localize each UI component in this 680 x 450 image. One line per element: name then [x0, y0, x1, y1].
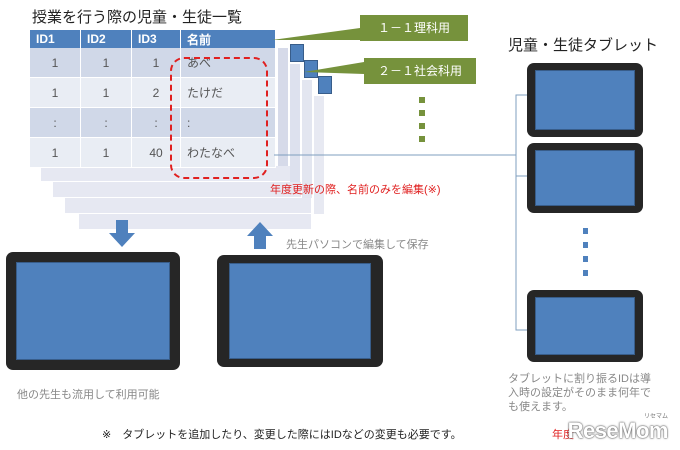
- edit-save-note: 先生パソコンで編集して保存: [286, 239, 429, 251]
- annual-update-note: 年度更新の際、名前のみを編集(※): [270, 184, 441, 196]
- arrow-up-icon: [247, 222, 273, 249]
- header-id3: ID3: [131, 30, 181, 48]
- arrow-down-icon: [109, 220, 135, 247]
- cell: 40: [131, 137, 181, 168]
- partial-red-note: 年度: [552, 429, 574, 441]
- label-class-science: １－１理科用: [360, 15, 468, 41]
- cell-name: :: [180, 107, 276, 138]
- label-class-social: ２－１社会科用: [364, 58, 476, 84]
- cell: 1: [30, 137, 81, 168]
- sheet-header-edge: [304, 60, 318, 78]
- name-column-highlight: [170, 57, 268, 179]
- cell-name: たけだ: [180, 77, 276, 108]
- table-row: 1 1 2 たけだ: [30, 77, 276, 108]
- resemom-logo: ReseMom: [567, 418, 669, 443]
- cell: 2: [131, 77, 181, 108]
- diagram-title: 授業を行う際の児童・生徒一覧: [32, 9, 243, 26]
- cell: 1: [80, 48, 132, 78]
- watermark-kana: リセマム: [643, 414, 668, 420]
- student-table: ID1 ID2 ID3 名前 1 1 1 あべ 1 1 2 たけだ : : : …: [30, 30, 276, 168]
- student-tablet-3: [527, 290, 643, 362]
- header-id1: ID1: [30, 30, 81, 48]
- tablet-teacher-left: [6, 252, 180, 370]
- cell: 1: [80, 77, 132, 108]
- cell: :: [80, 107, 132, 138]
- student-tablet-1: [527, 63, 643, 137]
- student-tablet-2: [527, 143, 643, 213]
- reuse-note: 他の先生も流用して利用可能: [17, 389, 160, 401]
- cell: 1: [80, 137, 132, 168]
- cell: 1: [30, 77, 81, 108]
- footnote: ※ タブレットを追加したり、変更した際にはIDなどの変更も必要です。: [102, 429, 462, 441]
- tablets-title: 児童・生徒タブレット: [508, 37, 659, 54]
- cell-name: わたなべ: [180, 137, 276, 168]
- cell: :: [131, 107, 181, 138]
- cell: 1: [30, 48, 81, 78]
- tablet-teacher-right: [217, 255, 383, 367]
- table-row: : : : :: [30, 107, 276, 138]
- tablet-id-note: タブレットに割り振るIDは導入時の設定がそのまま何年でも使えます。: [508, 373, 651, 413]
- header-name: 名前: [180, 30, 276, 48]
- sheet-header-edge: [290, 44, 304, 62]
- table-row: 1 1 40 わたなべ: [30, 137, 276, 168]
- cell: :: [30, 107, 81, 138]
- sheet-header-edge: [318, 76, 332, 94]
- header-id2: ID2: [80, 30, 132, 48]
